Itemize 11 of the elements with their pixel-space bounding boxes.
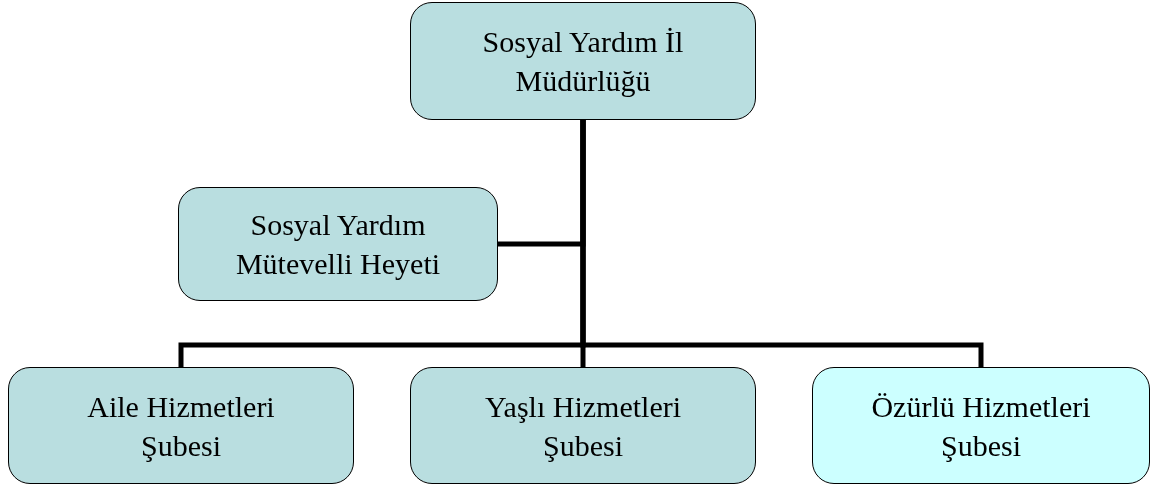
org-unit-box bbox=[178, 187, 498, 301]
org-unit-box bbox=[410, 367, 756, 484]
org-unit-box bbox=[8, 367, 354, 484]
unit-name: Aile Hizmetleri Şubesi bbox=[86, 388, 276, 464]
unit-name: Yaşlı Hizmetleri Şubesi bbox=[483, 388, 683, 464]
unit-name: Sosyal Yardım İl Müdürlüğü bbox=[481, 24, 685, 99]
org-unit-box bbox=[812, 367, 1150, 484]
unit-name: Özürlü Hizmetleri Şubesi bbox=[870, 388, 1092, 464]
org-unit-box bbox=[410, 2, 756, 120]
unit-name: Sosyal Yardım Mütevelli Heyeti bbox=[234, 207, 442, 282]
connector-line bbox=[580, 120, 984, 367]
